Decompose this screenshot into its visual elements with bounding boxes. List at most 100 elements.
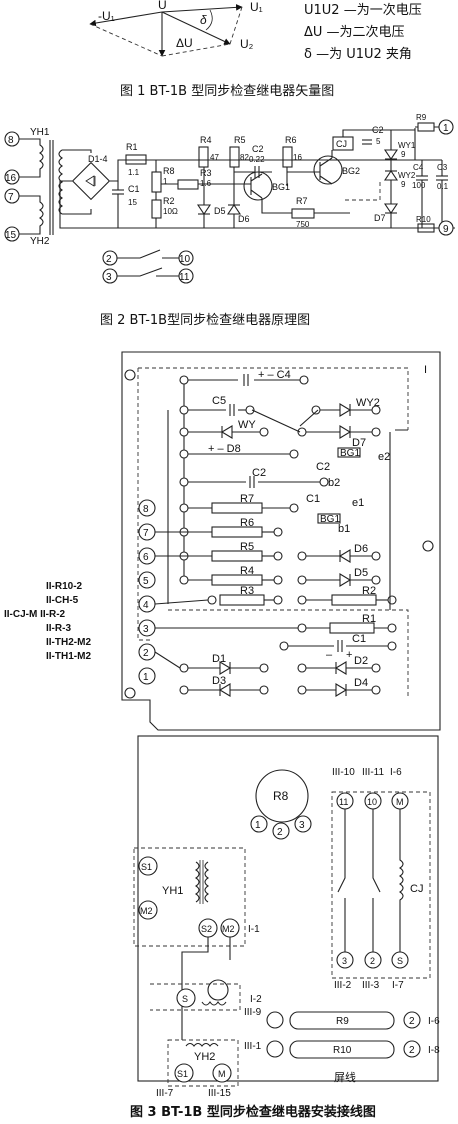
svg-text:750: 750 [296,220,310,229]
bg1-board-transistor [337,447,361,458]
svg-text:9: 9 [401,180,406,189]
delta-arc [205,9,213,31]
svg-text:S1: S1 [177,1069,188,1079]
bg2-transistor [313,155,343,185]
svg-text:10: 10 [367,797,377,807]
d2-board-diode [334,661,347,675]
svg-text:I-7: I-7 [392,980,404,991]
svg-text:1: 1 [443,123,449,134]
svg-text:3: 3 [342,956,347,966]
svg-text:C2: C2 [252,467,266,479]
r10-resistor [417,223,435,233]
wy2-board-zener [339,403,352,417]
r8-potentiometer [151,171,162,193]
yh1-label: YH1 [30,127,50,138]
yh1-pin-m2 [138,900,158,920]
svg-text:R6: R6 [285,135,297,145]
svg-text:I-8: I-8 [428,1045,440,1056]
svg-text:9: 9 [443,224,449,235]
svg-text:M: M [396,797,404,807]
yh1-primary-coil [19,138,44,178]
svg-text:2: 2 [409,1045,415,1056]
svg-text:D1: D1 [212,653,226,665]
svg-text:屏线: 屏线 [334,1070,356,1084]
svg-text:III-1: III-1 [244,1041,262,1052]
svg-text:+: + [346,649,352,661]
label-du: ΔU [176,36,193,50]
d14-label: D1-4 [88,154,108,164]
svg-text:+ – C4: + – C4 [258,369,291,381]
fig3-terminal-8 [138,499,156,517]
svg-text:1: 1 [143,672,149,683]
svg-text:47: 47 [210,153,219,162]
svg-text:R5: R5 [240,541,254,553]
yh1-dashed-frame [133,847,246,947]
svg-text:7: 7 [143,528,149,539]
svg-text:+ – D8: + – D8 [208,443,241,455]
svg-text:D5: D5 [214,206,226,216]
svg-text:C2: C2 [316,461,330,473]
yh1-coil-left [195,861,200,903]
relay-contact-nc [117,267,179,277]
terminal-1 [438,119,454,135]
svg-text:D7: D7 [352,437,366,449]
r9-board-resistor [289,1011,395,1030]
svg-text:WY2: WY2 [398,171,416,180]
svg-text:CJ: CJ [336,139,347,149]
terminal-16-label: 16 [5,173,17,184]
svg-text:C2: C2 [372,125,384,135]
svg-text:III-7: III-7 [156,1088,174,1099]
row-d3-d4: D3 D4 [179,675,381,697]
d7-board-diode [339,425,352,439]
svg-text:4: 4 [143,600,149,611]
fig1-vector-diagram: U U₁ -U₁ U₂ ΔU δ [89,0,263,57]
row-c2-b2: C2 b2 [179,467,340,489]
svg-text:II-R-3: II-R-3 [46,623,71,634]
svg-text:D4: D4 [354,677,368,689]
r10-left-pin [266,1040,284,1058]
svg-text:R10: R10 [333,1045,352,1056]
svg-text:2: 2 [106,254,112,265]
fig3-terminal-5 [138,571,156,589]
fig3-board-2: R8 1 2 3 III-10 III-11 I-6 11 10 M CJ 3 … [133,735,440,1099]
vector-neg-u1 [89,11,163,27]
svg-text:S1: S1 [141,862,152,872]
svg-text:I: I [424,364,427,376]
svg-text:5: 5 [143,576,149,587]
svg-text:II-TH1-M2: II-TH1-M2 [46,651,91,662]
row-r6: R6 BG1 b1 [155,513,350,538]
svg-text:R3: R3 [200,168,212,178]
board-1-dashed-frame [137,367,409,641]
svg-text:R3: R3 [240,585,254,597]
svg-text:R1: R1 [126,142,138,152]
fig1-caption: 图 1 BT-1B 型同步检查继电器矢量图 [120,84,334,99]
svg-text:8: 8 [143,504,149,515]
svg-text:5: 5 [376,137,381,146]
svg-text:D6: D6 [238,214,250,224]
legend-line-3: δ —为 U1U2 夹角 [304,47,412,62]
dashed-line-right [161,43,231,57]
svg-text:11: 11 [339,797,348,807]
r5-board-resistor [211,550,263,562]
lower-coil-ring [207,979,229,1001]
row-r4-d5: R4 D5 [179,565,381,587]
wy-board-zener [220,425,233,439]
svg-text:1: 1 [163,177,168,186]
svg-text:YH1: YH1 [162,885,183,897]
row-r5-d6: R5 D6 [155,541,381,563]
row-d8-bg1: + – D8 BG1 C2 e2 [179,443,390,473]
svg-text:R4: R4 [240,565,254,577]
cj-coil [399,809,404,952]
svg-text:C2: C2 [252,144,264,154]
dashed-line-left [89,23,163,57]
wy2-zener [383,170,399,181]
r1-resistor [125,154,147,165]
d7-diode [383,203,399,214]
row-c1: C1 – + [279,633,397,661]
svg-text:–: – [326,649,333,661]
r7-resistor [291,208,315,219]
r9-right-pin [403,1011,421,1029]
svg-text:III-2: III-2 [334,980,352,991]
yh2-pin-m [212,1063,232,1083]
fig2-caption: 图 2 BT-1B型同步检查继电器原理图 [100,313,310,328]
